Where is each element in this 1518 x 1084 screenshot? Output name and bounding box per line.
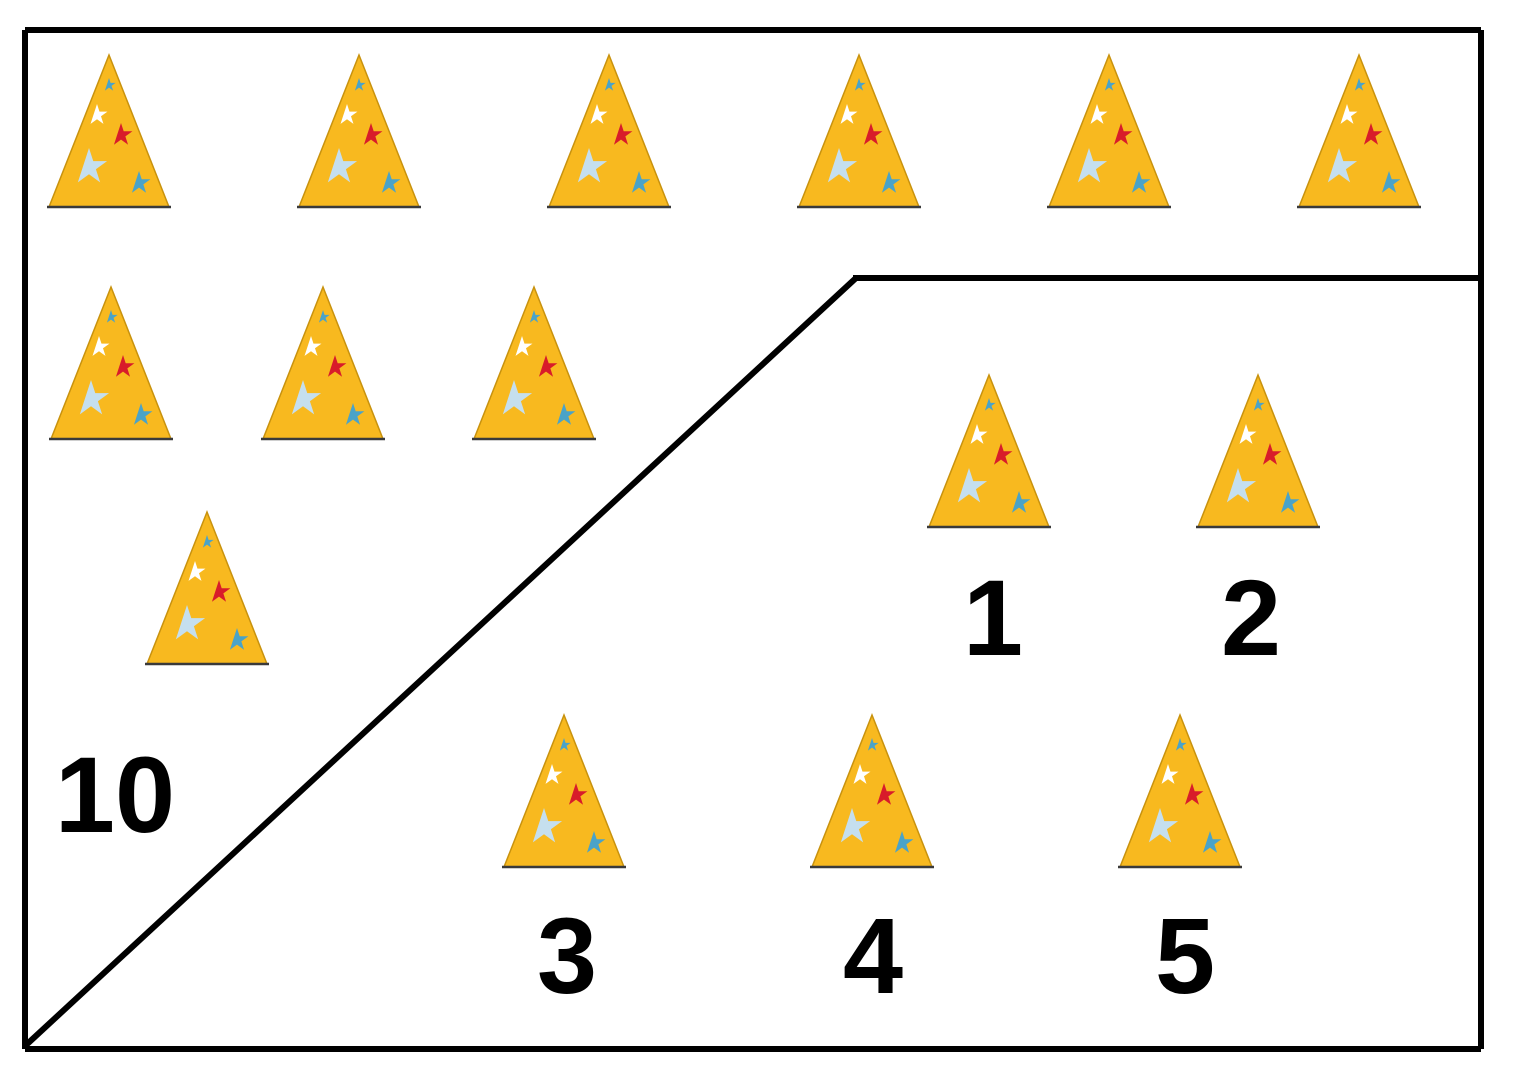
part-number-label: 3: [537, 895, 597, 1016]
party-hat-icon: [145, 509, 269, 666]
party-hat-icon: [547, 52, 671, 209]
hat-body: [297, 52, 421, 208]
parts-group: [502, 372, 1320, 869]
party-hat-icon: [297, 52, 421, 209]
part-labels: 1 2 3 4 5: [537, 557, 1281, 1016]
party-hat-icon: [927, 372, 1051, 529]
hat-body: [797, 52, 921, 208]
part-number-label: 4: [843, 895, 903, 1016]
hat-body: [472, 284, 596, 440]
party-hat-icon: [47, 52, 171, 209]
party-hat-icon: [1297, 52, 1421, 209]
whole-group: [47, 52, 1421, 666]
party-hat-icon: [502, 712, 626, 869]
part-number-label: 5: [1155, 895, 1215, 1016]
outer-frame: [22, 27, 1484, 1052]
hat-body: [1047, 52, 1171, 208]
hat-body: [810, 712, 934, 868]
hat-body: [1297, 52, 1421, 208]
party-hat-icon: [810, 712, 934, 869]
hat-body: [927, 372, 1051, 528]
party-hat-icon: [1196, 372, 1320, 529]
whole-count-label: 10: [55, 734, 175, 855]
hat-body: [547, 52, 671, 208]
party-hat-icon: [49, 284, 173, 441]
part-number-label: 2: [1221, 557, 1281, 678]
party-hat-icon: [797, 52, 921, 209]
hat-body: [145, 509, 269, 665]
party-hat-icon: [1047, 52, 1171, 209]
hat-body: [1196, 372, 1320, 528]
party-hat-icon: [261, 284, 385, 441]
hat-body: [47, 52, 171, 208]
part-number-label: 1: [963, 557, 1023, 678]
divider-line: [22, 275, 1481, 1049]
party-hat-icon: [1118, 712, 1242, 869]
party-hat-icon: [472, 284, 596, 441]
hat-body: [49, 284, 173, 440]
hat-body: [1118, 712, 1242, 868]
hat-body: [502, 712, 626, 868]
hat-body: [261, 284, 385, 440]
